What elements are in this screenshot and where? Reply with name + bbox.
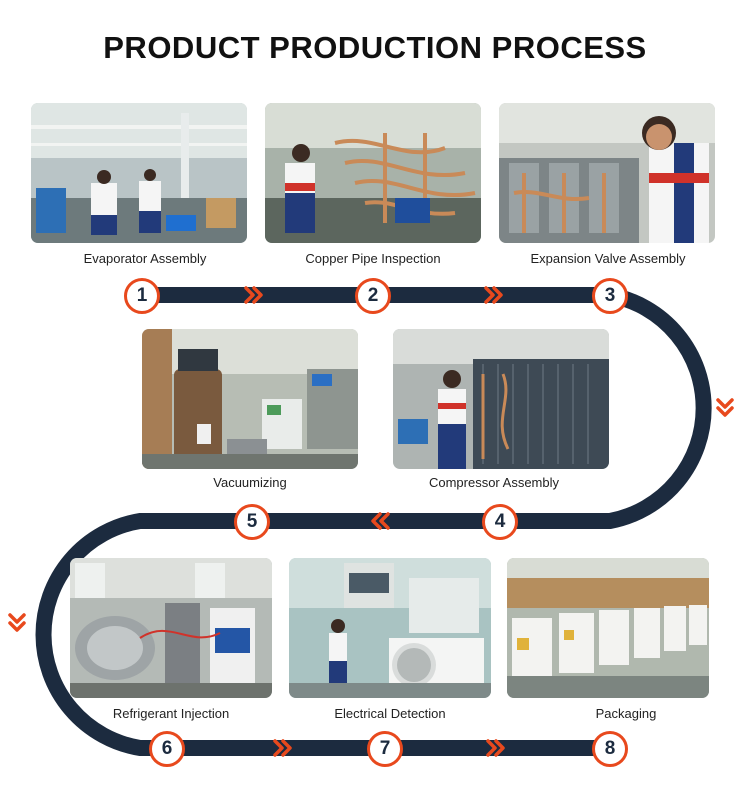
electrical-detection-photo (289, 558, 491, 698)
evaporator-assembly-photo (31, 103, 247, 243)
step-5-label: Vacuumizing (213, 475, 287, 490)
double-chevron-icon (8, 613, 26, 632)
compressor-assembly-photo (393, 329, 609, 469)
double-chevron-icon (486, 739, 505, 757)
double-chevron-icon (273, 739, 292, 757)
step-5-badge: 5 (234, 504, 270, 540)
vacuumizing-photo (142, 329, 358, 469)
double-chevron-icon (244, 286, 263, 304)
copper-pipe-inspection-photo (265, 103, 481, 243)
step-8-label: Packaging (595, 706, 657, 721)
packaging-photo (507, 558, 709, 698)
double-chevron-icon (371, 512, 390, 530)
step-7-badge: 7 (367, 731, 403, 767)
step-3-badge: 3 (592, 278, 628, 314)
step-1-label: Evaporator Assembly (83, 251, 207, 266)
step-8-badge: 8 (592, 731, 628, 767)
step-2-badge: 2 (355, 278, 391, 314)
step-7-label: Electrical Detection (334, 706, 446, 721)
step-6-badge: 6 (149, 731, 185, 767)
step-3-label: Expansion Valve Assembly (530, 251, 686, 266)
step-6-label: Refrigerant Injection (112, 706, 230, 721)
double-chevron-icon (716, 398, 734, 417)
step-4-badge: 4 (482, 504, 518, 540)
refrigerant-injection-photo (70, 558, 272, 698)
step-4-label: Compressor Assembly (428, 475, 560, 490)
double-chevron-icon (484, 286, 503, 304)
page-title: PRODUCT PRODUCTION PROCESS (103, 30, 647, 65)
expansion-valve-assembly-photo (499, 103, 715, 243)
step-1-badge: 1 (124, 278, 160, 314)
step-2-label: Copper Pipe Inspection (305, 251, 441, 266)
